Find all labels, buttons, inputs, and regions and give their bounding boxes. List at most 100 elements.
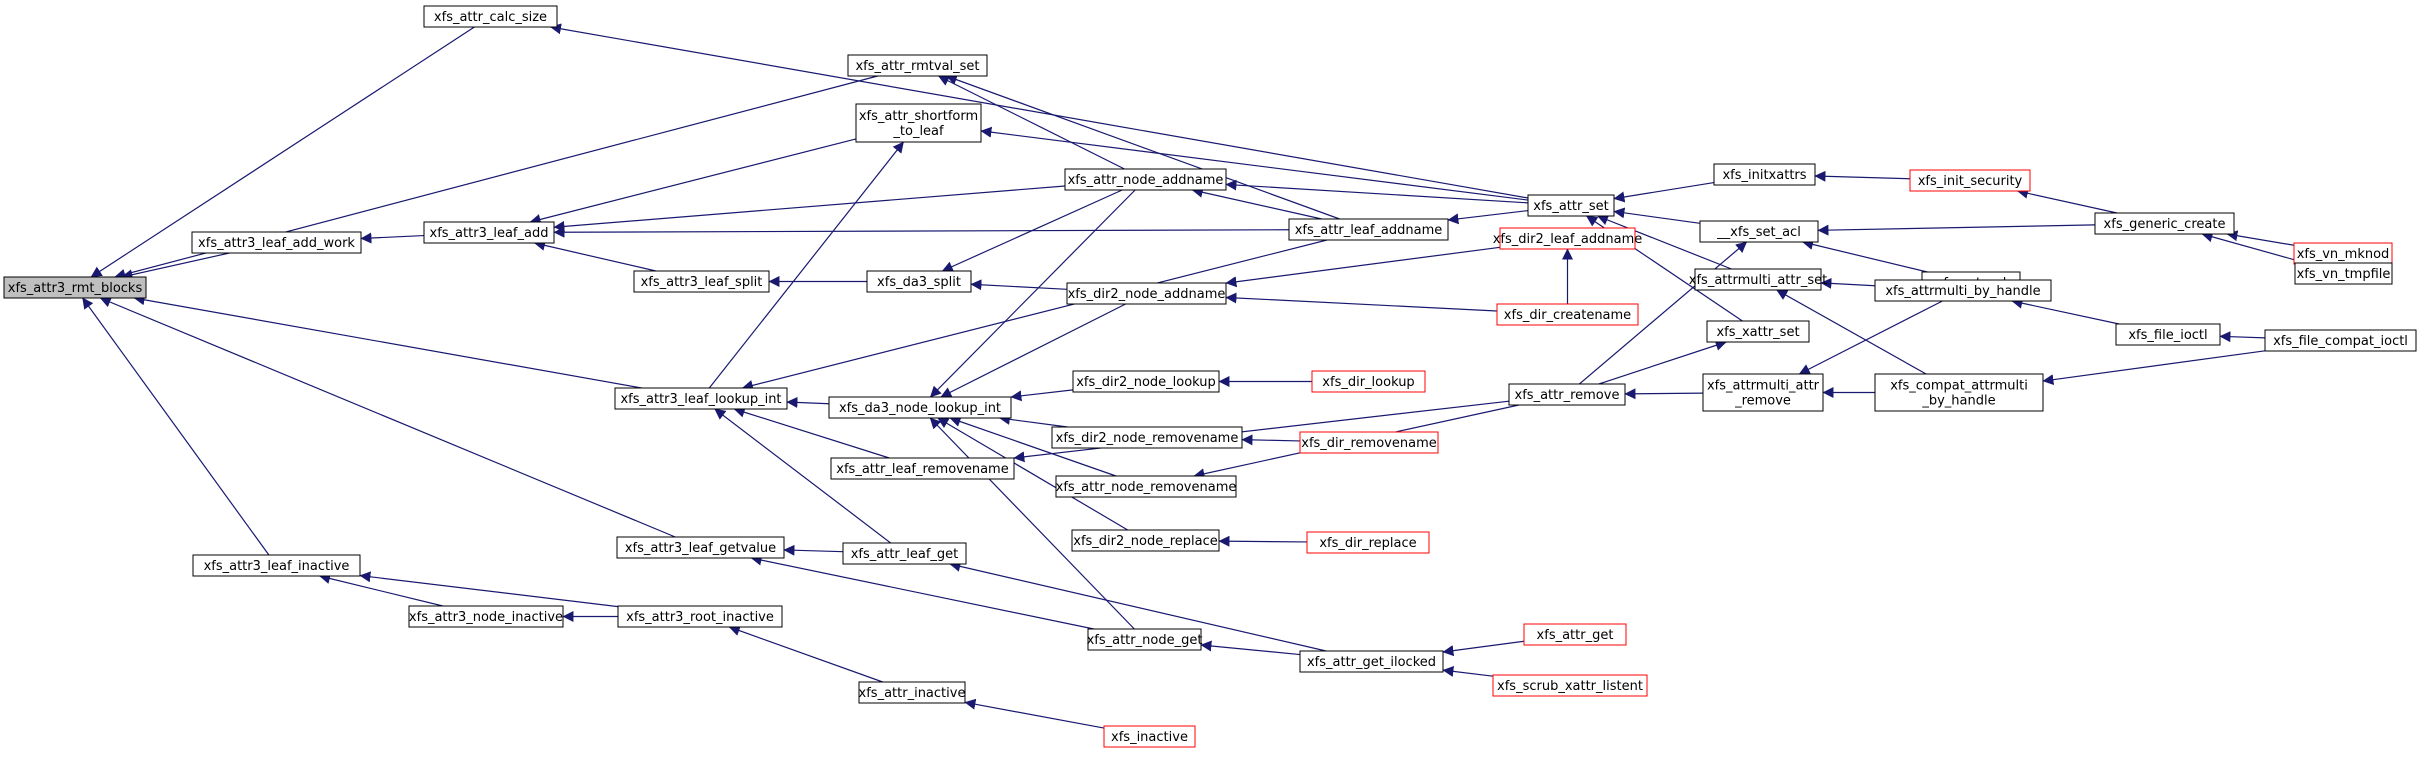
node-compat-by-handle[interactable]: xfs_compat_attrmulti_by_handle [1874, 373, 2044, 412]
node-box[interactable] [1299, 431, 1439, 454]
node-box[interactable] [1699, 220, 1819, 243]
edges-layer [82, 23, 2307, 729]
node-box[interactable] [1492, 674, 1648, 697]
node-compat-ioctl[interactable]: xfs_file_compat_ioctl [2264, 329, 2417, 352]
node-xattr-set[interactable]: xfs_xattr_set [1706, 320, 1810, 343]
node-leaf-lookup-int[interactable]: xfs_attr3_leaf_lookup_int [614, 387, 788, 410]
node-calc-size[interactable]: xfs_attr_calc_size [423, 5, 558, 28]
node-box[interactable] [617, 605, 783, 628]
node-box[interactable] [1288, 218, 1449, 241]
node-box[interactable] [633, 270, 770, 293]
node-node-removename[interactable]: xfs_attr_node_removename [1055, 475, 1237, 498]
node-node-inactive[interactable]: xfs_attr3_node_inactive [408, 605, 564, 628]
node-initxattrs[interactable]: xfs_initxattrs [1713, 163, 1816, 186]
node-init-security[interactable]: xfs_init_security [1909, 169, 2031, 192]
node-box[interactable] [1051, 426, 1243, 449]
node-da3-node-lookup-int[interactable]: xfs_da3_node_lookup_int [828, 396, 1012, 419]
node-dir-createname[interactable]: xfs_dir_createname [1496, 303, 1639, 326]
node-rmt-blocks[interactable]: xfs_attr3_rmt_blocks [3, 276, 147, 299]
node-vn-tmpfile[interactable]: xfs_vn_tmpfile [2294, 262, 2393, 285]
node-box[interactable] [191, 231, 362, 254]
node-box[interactable] [2094, 212, 2235, 235]
node-dir-lookup[interactable]: xfs_dir_lookup [1311, 370, 1426, 393]
node-attr-set[interactable]: xfs_attr_set [1527, 194, 1615, 217]
node-sf-to-leaf[interactable]: xfs_attr_shortform_to_leaf [855, 103, 982, 143]
node-box[interactable] [1527, 194, 1615, 217]
node-box[interactable] [1087, 628, 1202, 651]
node-box[interactable] [830, 457, 1015, 480]
node-box[interactable] [1064, 168, 1227, 191]
node-attr-get[interactable]: xfs_attr_get [1523, 623, 1627, 646]
node-dir2-node-removename[interactable]: xfs_dir2_node_removename [1051, 426, 1243, 449]
node-box[interactable] [847, 54, 988, 77]
node-box[interactable] [1071, 529, 1220, 552]
node-box[interactable] [2264, 329, 2417, 352]
node-leaf-add[interactable]: xfs_attr3_leaf_add [423, 221, 555, 244]
node-box[interactable] [423, 5, 558, 28]
node-box[interactable] [1103, 725, 1196, 748]
node-da3-split[interactable]: xfs_da3_split [866, 270, 972, 293]
node-box[interactable] [1713, 163, 1816, 186]
node-box[interactable] [1523, 623, 1627, 646]
node-box[interactable] [858, 681, 966, 704]
node-box[interactable] [1874, 373, 2044, 412]
node-box[interactable] [192, 554, 361, 577]
node-box[interactable] [1874, 279, 2052, 302]
node-get-ilocked[interactable]: xfs_attr_get_ilocked [1299, 650, 1444, 673]
node-attr-inactive[interactable]: xfs_attr_inactive [858, 681, 966, 704]
node-leaf-getvalue[interactable]: xfs_attr3_leaf_getvalue [616, 536, 785, 559]
node-leaf-addname[interactable]: xfs_attr_leaf_addname [1288, 218, 1449, 241]
node-box[interactable] [1909, 169, 2031, 192]
node-box[interactable] [616, 536, 785, 559]
node-by-handle[interactable]: xfs_attrmulti_by_handle [1874, 279, 2052, 302]
node-file-ioctl[interactable]: xfs_file_ioctl [2115, 323, 2221, 346]
node-box[interactable] [1066, 282, 1227, 305]
node-leaf-removename[interactable]: xfs_attr_leaf_removename [830, 457, 1015, 480]
node-box[interactable] [614, 387, 788, 410]
node-dir2-node-replace[interactable]: xfs_dir2_node_replace [1071, 529, 1220, 552]
node-scrub-listent[interactable]: xfs_scrub_xattr_listent [1492, 674, 1648, 697]
node-box[interactable] [855, 103, 982, 143]
node-leaf-add-work[interactable]: xfs_attr3_leaf_add_work [191, 231, 362, 254]
node-box[interactable] [866, 270, 972, 293]
node-box[interactable] [1055, 475, 1237, 498]
node-dir-replace[interactable]: xfs_dir_replace [1306, 531, 1430, 554]
node-box[interactable] [1499, 227, 1636, 250]
node-generic-create[interactable]: xfs_generic_create [2094, 212, 2235, 235]
node-box[interactable] [1299, 650, 1444, 673]
node-attr-node-get[interactable]: xfs_attr_node_get [1087, 628, 1203, 651]
node-vn-mknod[interactable]: xfs_vn_mknod [2293, 242, 2393, 265]
node-leaf-split[interactable]: xfs_attr3_leaf_split [633, 270, 770, 293]
edge-root_inactive-to-leaf_inactive [359, 571, 619, 608]
node-box[interactable] [1496, 303, 1639, 326]
node-box[interactable] [1306, 531, 1430, 554]
node-attr-remove[interactable]: xfs_attr_remove [1508, 383, 1626, 406]
node-box[interactable] [423, 221, 555, 244]
node-box[interactable] [2115, 323, 2221, 346]
node-dir2-node-lookup[interactable]: xfs_dir2_node_lookup [1072, 370, 1220, 393]
node-attrmulti-remove[interactable]: xfs_attrmulti_attr_remove [1702, 373, 1824, 412]
node-dir2-leaf-addname[interactable]: xfs_dir2_leaf_addname [1493, 227, 1643, 250]
node-box[interactable] [3, 276, 147, 299]
node-box[interactable] [2294, 262, 2393, 285]
node-box[interactable] [1072, 370, 1220, 393]
node-box[interactable] [842, 542, 967, 565]
node-box[interactable] [1702, 373, 1824, 412]
node-box[interactable] [1508, 383, 1626, 406]
node-box[interactable] [1694, 268, 1822, 291]
node-attrmulti-set[interactable]: xfs_attrmulti_attr_set [1689, 268, 1827, 291]
node-box[interactable] [408, 605, 564, 628]
node-attr-leaf-get[interactable]: xfs_attr_leaf_get [842, 542, 967, 565]
node-box[interactable] [1311, 370, 1426, 393]
node-dir2-node-addname[interactable]: xfs_dir2_node_addname [1066, 282, 1227, 305]
node-inactive[interactable]: xfs_inactive [1103, 725, 1196, 748]
node-node-addname[interactable]: xfs_attr_node_addname [1064, 168, 1227, 191]
node-box[interactable] [828, 396, 1012, 419]
node-box[interactable] [1706, 320, 1810, 343]
node-root-inactive[interactable]: xfs_attr3_root_inactive [617, 605, 783, 628]
node-rmtval-set[interactable]: xfs_attr_rmtval_set [847, 54, 988, 77]
node-set-acl-u[interactable]: __xfs_set_acl [1699, 220, 1819, 243]
node-dir-removename[interactable]: xfs_dir_removename [1299, 431, 1439, 454]
node-leaf-inactive[interactable]: xfs_attr3_leaf_inactive [192, 554, 361, 577]
